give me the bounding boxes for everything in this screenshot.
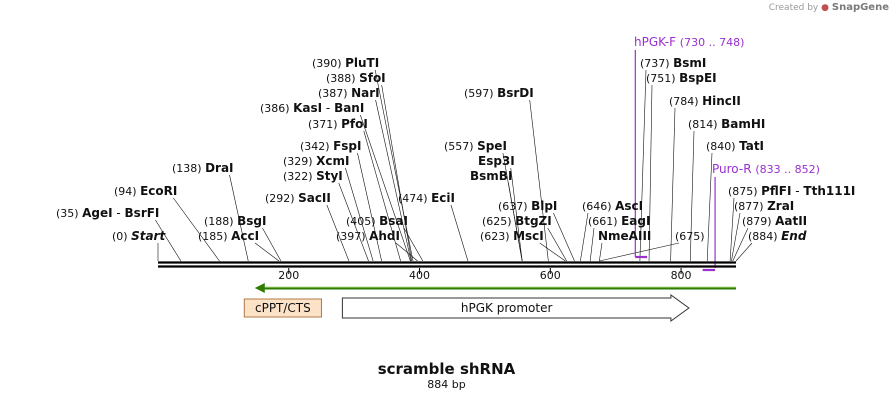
- site-label: BsmBI: [470, 169, 512, 183]
- site-label: (390) PluTI: [312, 56, 379, 70]
- site-connector: [155, 219, 182, 262]
- ruler-ticks: 200 400 600 800: [278, 268, 692, 282]
- credit-prefix: Created by: [768, 3, 819, 13]
- site-connector: [357, 152, 382, 262]
- site-connector: [450, 204, 469, 262]
- site-label: (597) BsrDI: [464, 86, 534, 100]
- site-label: (386) KasI - BanI: [260, 101, 364, 115]
- feature-cppt-box: [243, 298, 322, 318]
- site-connector: [735, 242, 753, 262]
- site-connector: [510, 167, 523, 262]
- feature-label: hPGK promoter: [461, 301, 553, 315]
- site-label: (292) SacII: [265, 191, 331, 205]
- site-connector: [589, 227, 595, 262]
- site-connector: [403, 227, 424, 262]
- site-label: Esp3I: [478, 154, 515, 168]
- sequence-backbone: [158, 261, 736, 268]
- site-label: (474) EciI: [398, 191, 455, 205]
- ruler-tick-label: 800: [671, 269, 692, 282]
- site-connector: [529, 99, 549, 262]
- site-connector: [599, 242, 603, 262]
- site-connector: [173, 197, 220, 262]
- site-label: (675): [675, 230, 705, 243]
- site-label: (397) AhdI: [336, 229, 400, 243]
- site-connector: [338, 182, 369, 262]
- site-label: (329) XcmI: [283, 154, 349, 168]
- feature-label: cPPT/CTS: [255, 301, 311, 315]
- site-connector: [729, 197, 735, 262]
- site-label: (814) BamHI: [688, 117, 765, 131]
- site-connector: [374, 69, 414, 262]
- site-label: (185) AccI: [198, 229, 259, 243]
- site-label: (840) TatI: [706, 139, 764, 153]
- site-connector-lines: [155, 50, 753, 268]
- snapgene-credit: Created by ● SnapGene: [769, 2, 889, 13]
- site-connector: [345, 167, 374, 262]
- site-labels: (0) Start (35) AgeI - BsrFI (94) EcoRI (138…: [56, 35, 855, 243]
- site-label: (637) BlpI: [498, 199, 557, 213]
- site-connector: [639, 69, 647, 262]
- site-connector: [229, 174, 249, 262]
- site-connector: [395, 242, 418, 262]
- site-connector: [689, 130, 695, 262]
- site-label: (342) FspI: [300, 139, 361, 153]
- site-label: (388) SfoI: [326, 71, 386, 85]
- site-label: (387) NarI: [318, 86, 380, 100]
- ruler-tick-label: 200: [278, 269, 299, 282]
- feature-track: cPPT/CTS hPGK promoter: [243, 255, 736, 322]
- site-connector: [262, 227, 282, 262]
- site-connector: [731, 212, 741, 262]
- site-label: NmeAIII: [598, 229, 651, 243]
- snapgene-logo-icon: ●: [821, 3, 829, 13]
- site-connector: [508, 182, 523, 262]
- site-connector: [706, 152, 713, 262]
- site-label: (661) EagI: [588, 214, 650, 228]
- credit-brand: SnapGene: [831, 2, 889, 13]
- site-connector: [254, 242, 280, 262]
- site-label: (625) BtgZI: [482, 214, 552, 228]
- site-connector: [547, 227, 567, 262]
- primer-label: hPGK-F (730 .. 748): [634, 35, 744, 49]
- site-label: (623) MscI: [480, 229, 544, 243]
- site-label: (784) HincII: [669, 94, 741, 108]
- site-connector: [553, 212, 575, 262]
- site-label: (138) DraI: [172, 161, 234, 175]
- feature-promoter-arrow: [341, 294, 690, 322]
- site-label: (371) PfoI: [308, 117, 368, 131]
- site-connector: [381, 84, 412, 262]
- site-connector: [732, 227, 749, 262]
- site-connector: [326, 204, 350, 262]
- primer-label: Puro-R (833 .. 852): [712, 162, 820, 176]
- site-connector: [375, 99, 412, 262]
- site-label: (0) Start: [112, 229, 166, 243]
- site-connector: [580, 212, 589, 262]
- reverse-feature-arrowhead: [254, 283, 265, 293]
- site-label: (879) AatII: [742, 214, 807, 228]
- site-connector: [539, 242, 566, 262]
- site-label: (94) EcoRI: [114, 184, 177, 198]
- map-title: scramble shRNA: [377, 360, 516, 378]
- map-length: 884 bp: [427, 378, 466, 391]
- site-label: (557) SpeI: [444, 139, 507, 153]
- site-connector: [599, 242, 680, 262]
- site-label: (884) End: [748, 229, 807, 243]
- site-label: (751) BspEI: [646, 71, 717, 85]
- site-label: (35) AgeI - BsrFI: [56, 206, 159, 220]
- site-connector: [360, 114, 411, 262]
- ruler-tick-label: 400: [409, 269, 430, 282]
- site-label: (877) ZraI: [734, 199, 794, 213]
- site-label: (322) StyI: [283, 169, 343, 183]
- site-label: (405) BsaI: [346, 214, 408, 228]
- site-label: (646) AscI: [582, 199, 643, 213]
- ruler-tick-label: 600: [540, 269, 561, 282]
- site-label: (875) PflFI - Tth111I: [728, 184, 855, 198]
- site-connector: [648, 84, 653, 262]
- site-connector: [670, 107, 676, 262]
- site-label: (188) BsgI: [204, 214, 266, 228]
- site-connector: [363, 130, 401, 262]
- site-label: (737) BsmI: [640, 56, 706, 70]
